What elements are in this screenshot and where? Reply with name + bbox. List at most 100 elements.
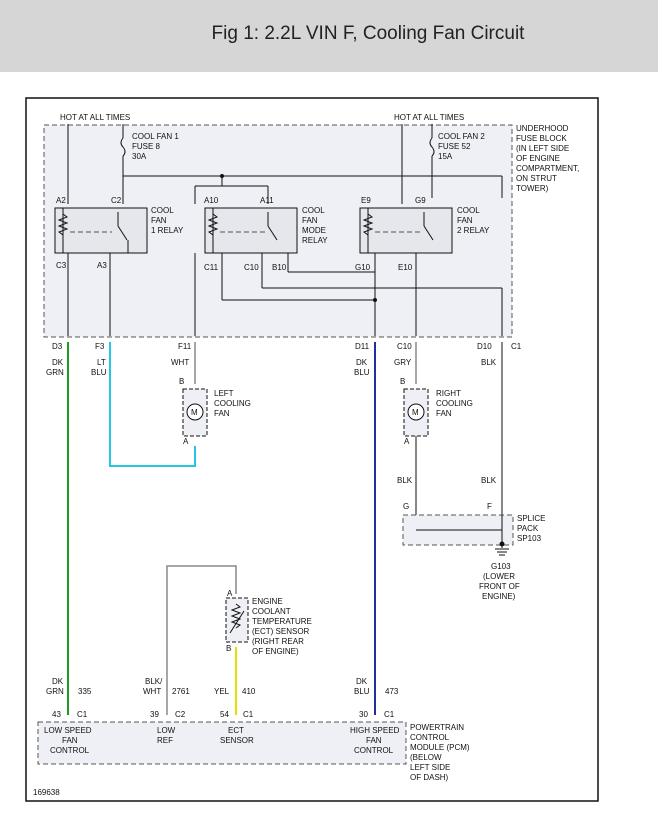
fuse-block-label: UNDERHOOD FUSE BLOCK (IN LEFT SIDE OF EN…	[516, 124, 579, 193]
diagram-label: (LOWER	[483, 572, 515, 581]
ground-g103: G103 (LOWER FRONT OF ENGINE)	[479, 548, 520, 601]
diagram-label: A2	[56, 196, 66, 205]
diagram-label: 473	[385, 687, 399, 696]
diagram-label: A	[404, 437, 410, 446]
diagram-label: FUSE BLOCK	[516, 134, 567, 143]
diagram-label: SPLICE	[517, 514, 545, 523]
diagram-label: SENSOR	[220, 736, 254, 745]
diagram-label: (BELOW	[410, 753, 442, 762]
diagram-label: 335	[78, 687, 92, 696]
diagram-label: LOW SPEED	[44, 726, 92, 735]
diagram-label: (ECT) SENSOR	[252, 627, 310, 636]
diagram-label: 410	[242, 687, 256, 696]
diagram-label: BLU	[91, 368, 107, 377]
diagram-label: BLU	[354, 368, 370, 377]
diagram-label: OF DASH)	[410, 773, 449, 782]
diagram-label: B10	[272, 263, 287, 272]
diagram-label: G103	[491, 562, 511, 571]
diagram-label: FRONT OF	[479, 582, 520, 591]
diagram-label: DK	[52, 677, 64, 686]
diagram-label: CONTROL	[354, 746, 394, 755]
diagram-label: D3	[52, 342, 63, 351]
diagram-label: HIGH SPEED	[350, 726, 400, 735]
diagram-label: GRN	[46, 368, 64, 377]
diagram-label: A3	[97, 261, 107, 270]
diagram-label: C2	[175, 710, 186, 719]
diagram-label: GRY	[394, 358, 412, 367]
diagram-label: C3	[56, 261, 67, 270]
diagram-label: COOL FAN 2	[438, 132, 485, 141]
diagram-label: C10	[244, 263, 259, 272]
diagram-label: ON STRUT	[516, 174, 557, 183]
diagram-label: 1 RELAY	[151, 226, 184, 235]
diagram-label: ECT	[228, 726, 244, 735]
diagram-label: BLK	[481, 358, 497, 367]
diagram-label: DK	[356, 677, 368, 686]
diagram-label: PACK	[517, 524, 539, 533]
splice-pack: G F SPLICE PACK SP103	[402, 502, 545, 548]
diagram-label: F	[487, 502, 492, 511]
figure-title: Fig 1: 2.2L VIN F, Cooling Fan Circuit	[211, 23, 525, 44]
hot-label-right: HOT AT ALL TIMES	[394, 113, 464, 122]
diagram-label: C2	[111, 196, 122, 205]
diagram-label: WHT	[143, 687, 161, 696]
diagram-label: B	[400, 377, 405, 386]
diagram-label: BLU	[354, 687, 370, 696]
diagram-label: COOL	[457, 206, 480, 215]
diagram-label: D10	[477, 342, 492, 351]
diagram-label: ENGINE)	[482, 592, 516, 601]
pcm-wire-labels: DK GRN 335 BLK/ WHT 2761 YEL 410 DK BLU …	[46, 677, 399, 696]
figure-number: 169638	[33, 788, 60, 797]
diagram-label: C1	[511, 342, 522, 351]
diagram-label: A	[227, 589, 233, 598]
wire-lt-blu	[109, 342, 196, 467]
diagram-label: C11	[204, 263, 219, 272]
diagram-label: G10	[355, 263, 371, 272]
pcm-label: POWERTRAIN CONTROL MODULE (PCM) (BELOW L…	[410, 723, 470, 782]
diagram-label: M	[412, 408, 419, 417]
diagram-label: M	[191, 408, 198, 417]
right-fan-wire-blk: BLK	[397, 476, 413, 485]
diagram-label: DK	[356, 358, 368, 367]
diagram-label: POWERTRAIN	[410, 723, 464, 732]
diagram-label: 2761	[172, 687, 190, 696]
diagram-label: FAN	[214, 409, 230, 418]
diagram-label: FUSE 52	[438, 142, 471, 151]
diagram-label: (RIGHT REAR	[252, 637, 304, 646]
left-cooling-fan: M B A LEFT COOLING FAN	[179, 377, 251, 446]
diagram-label: G9	[415, 196, 426, 205]
diagram-label: RIGHT	[436, 389, 461, 398]
diagram-label: A	[183, 437, 189, 446]
pcm-box	[38, 722, 406, 764]
fuse-cool-fan-2: COOL FAN 2 FUSE 52 15A	[429, 132, 485, 198]
diagram-label: OF ENGINE	[516, 154, 560, 163]
diagram-label: TEMPERATURE	[252, 617, 312, 626]
diagram-label: REF	[157, 736, 173, 745]
diagram-label: B	[226, 644, 231, 653]
block-connectors: D3 F3 F11 D11 C10 D10 C1	[52, 342, 522, 351]
diagram-label: E10	[398, 263, 413, 272]
diagram-label: COOLING	[214, 399, 251, 408]
diagram-label: 15A	[438, 152, 453, 161]
diagram-label: FAN	[436, 409, 452, 418]
pcm-pins: 43 C1 LOW SPEED FAN CONTROL 39 C2 LOW RE…	[44, 710, 400, 755]
diagram-label: C1	[77, 710, 88, 719]
diagram-label: LEFT	[214, 389, 234, 398]
right-cooling-fan: M B A RIGHT COOLING FAN	[400, 377, 473, 446]
diagram-label: TOWER)	[516, 184, 549, 193]
hot-label-left: HOT AT ALL TIMES	[60, 113, 130, 122]
diagram-label: 30	[359, 710, 368, 719]
diagram-label: BLK/	[145, 677, 163, 686]
diagram-label: MODE	[302, 226, 326, 235]
diagram-label: COMPARTMENT,	[516, 164, 579, 173]
diagram-label: A10	[204, 196, 219, 205]
diagram-label: F11	[178, 342, 192, 351]
diagram-label: WHT	[171, 358, 189, 367]
ect-sensor: A B ENGINE COOLANT TEMPERATURE (ECT) SEN…	[225, 589, 312, 656]
diagram-label: FAN	[302, 216, 318, 225]
relay-cool-fan-2: E9 G9 COOL FAN 2 RELAY G10 E10	[355, 196, 490, 272]
diagram-label: E9	[361, 196, 371, 205]
title-bar	[0, 0, 658, 72]
diagram-frame	[25, 97, 599, 802]
